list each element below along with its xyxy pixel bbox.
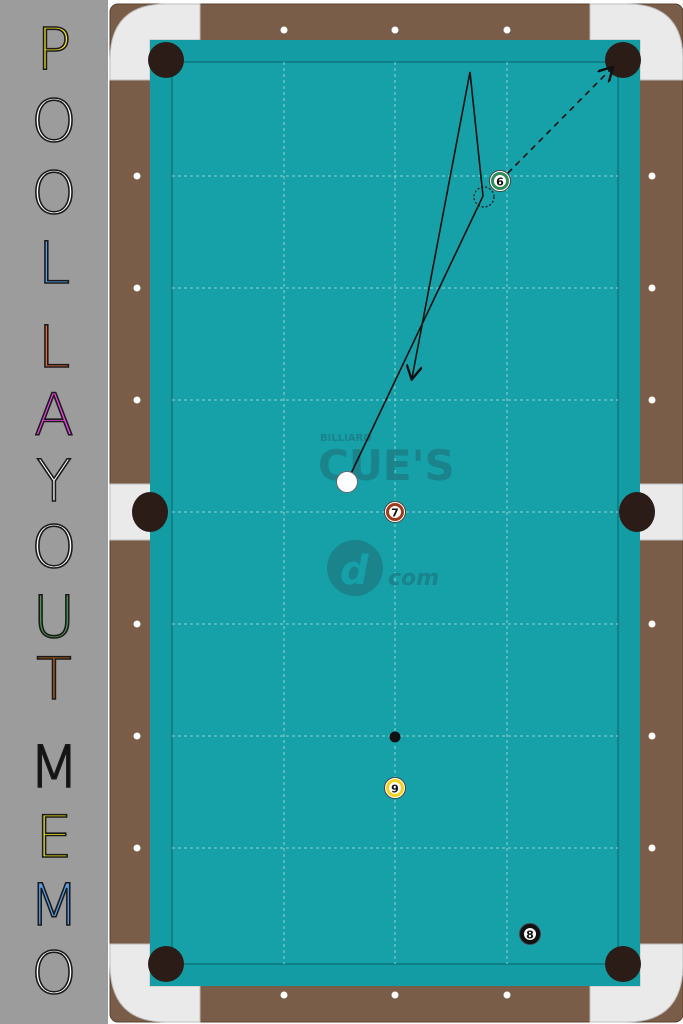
title-letter-6: A (33, 381, 74, 449)
watermark-mark-text: d (340, 548, 369, 594)
ghost-ball (473, 186, 495, 208)
watermark-small-text: BILLIARD (320, 433, 372, 444)
plate-side-right (635, 483, 683, 541)
cue-to-ghost-line (346, 195, 484, 483)
pocket-bottom-left (148, 946, 184, 982)
ball-8[interactable]: 8 (519, 923, 541, 945)
title-letter-13: M (28, 871, 80, 939)
title-letter-1: P (36, 15, 73, 83)
ball-7[interactable]: 7 (384, 501, 406, 523)
ball-6-label: 6 (496, 176, 504, 189)
rail-diamonds (133, 26, 656, 999)
title-letter-3: O (30, 159, 77, 227)
title-letter-5: L (37, 313, 71, 381)
cue-ball-path (412, 71, 484, 378)
title-letter-11: M (28, 733, 80, 801)
ball-9-label: 9 (391, 783, 399, 796)
pool-table[interactable]: BILLIARD CUE'S d com 6 7 9 8 (108, 0, 683, 1024)
shot-paths (346, 68, 612, 483)
title-letter-7: Y (35, 447, 72, 515)
pockets (132, 42, 655, 982)
cue-ball[interactable] (336, 471, 358, 493)
watermark-mark-icon (327, 540, 383, 596)
foot-spot (389, 731, 401, 743)
title-letter-8: O (30, 513, 77, 581)
pocket-top-left (148, 42, 184, 78)
pocket-bottom-right (605, 946, 641, 982)
title-sidebar: P O O L L A Y O U T M E M O (0, 0, 108, 1024)
title-letter-9: U (32, 583, 76, 651)
object-ball-path (499, 68, 612, 182)
pocket-side-right (619, 492, 655, 532)
pocket-top-right (605, 42, 641, 78)
ball-9[interactable]: 9 (384, 777, 406, 799)
ball-7-label: 7 (391, 507, 399, 520)
title-letter-2: O (30, 87, 77, 155)
watermark-suffix-text: com (388, 566, 439, 591)
title-letter-10: T (35, 645, 72, 713)
ball-cue[interactable] (336, 471, 358, 493)
title-letter-12: E (35, 803, 73, 871)
ball-8-label: 8 (526, 929, 534, 942)
title-letter-4: L (37, 229, 71, 297)
pocket-plates (109, 3, 683, 1023)
pocket-side-left (132, 492, 168, 532)
ball-6[interactable]: 6 (489, 170, 511, 192)
title-letter-14: O (30, 939, 77, 1007)
